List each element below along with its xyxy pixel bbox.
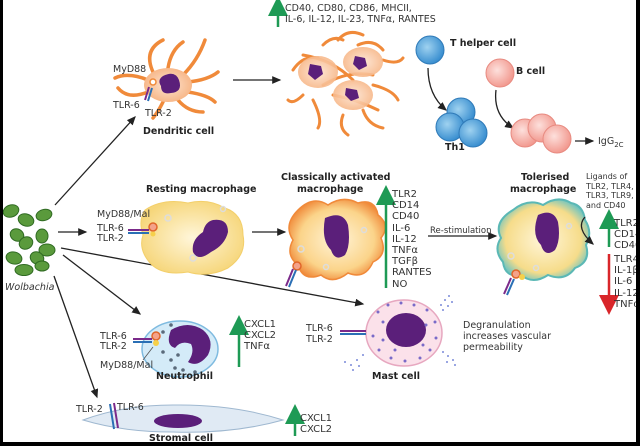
stromal-up-item: CXCL2 (300, 424, 333, 436)
b-cell (485, 58, 515, 88)
mast-cell (340, 295, 456, 371)
t-helper-cell (415, 35, 445, 65)
ligand-line: TLR3, TLR9, (586, 191, 634, 200)
mast-note-line: Degranulation (463, 320, 531, 331)
mast-cell-title: Mast cell (372, 371, 420, 382)
stromal-upregulated-list: CXCL1 CXCL2 (300, 413, 332, 435)
stromal-tlr6-label: TLR-6 (117, 402, 144, 413)
arrow-to-neutrophil (62, 254, 142, 315)
dendritic-cell (113, 38, 220, 120)
b-cell-label: B cell (516, 66, 546, 77)
dc-tlr2-label: TLR-2 (145, 108, 172, 119)
tolerised-title-2: macrophage (510, 184, 577, 195)
igg-label: IgG2C (598, 136, 624, 151)
activated-up-item: CD40 (392, 211, 420, 223)
mast-note-line: permeability (463, 342, 523, 353)
resting-adaptor-label: MyD88/Mal (97, 209, 151, 220)
activated-macrophage-title-1: Classically activated (281, 172, 391, 183)
neutrophil-up-item: CXCL1 (244, 319, 277, 330)
resting-tlr6-label: TLR-6 (97, 223, 124, 234)
activated-upregulated-list: TLR2 CD14 CD40 IL-6 IL-12 TNFα TGFβ RANT… (392, 189, 432, 290)
activated-macrophage (285, 198, 387, 288)
arrow-to-dendritic (54, 116, 136, 206)
dendritic-cell-title: Dendritic cell (143, 126, 215, 137)
stromal-cell-title: Stromal cell (149, 433, 214, 442)
wolbachia-label: Wolbachia (5, 282, 55, 293)
arrow-to-mast-cell (60, 247, 365, 307)
wolbachia-bacteria (3, 204, 56, 276)
th1-label: Th1 (445, 142, 465, 153)
mast-tlr2-label: TLR-2 (306, 334, 333, 345)
neutrophil-title: Neutrophil (156, 371, 213, 382)
resting-macrophage (128, 200, 245, 275)
ligand-line: Ligands of (586, 172, 628, 181)
activated-up-item: TGFβ (392, 256, 418, 268)
arrow-to-plasma (494, 89, 515, 129)
neutrophil-upregulated-list: CXCL1 CXCL2 TNFα (244, 319, 276, 353)
activated-up-item: NO (392, 278, 408, 290)
activated-up-item: IL-12 (392, 233, 417, 245)
neutrophil-adaptor-label: MyD88/Mal (100, 360, 154, 371)
activated-up-item: CD14 (392, 200, 420, 212)
neutrophil (133, 320, 219, 378)
activated-up-item: RANTES (392, 267, 432, 279)
neutrophil-up-item: TNFα (244, 341, 270, 353)
tolerised-title-1: Tolerised (521, 172, 570, 183)
stromal-cell (81, 402, 285, 433)
tolerised-down-item: IL-12 (614, 287, 636, 299)
neutrophil-tlr2-label: TLR-2 (100, 341, 127, 352)
activated-up-item: TNFα (392, 245, 418, 257)
neutrophil-up-item: CXCL2 (244, 330, 277, 342)
tolerised-ligands: Ligands of TLR2, TLR4, TLR3, TLR9, and C… (586, 172, 634, 210)
resting-macrophage-title: Resting macrophage (146, 184, 257, 195)
mast-note-line: increases vascular (463, 331, 552, 342)
plasma-cells (510, 113, 572, 154)
activated-up-item: IL-6 (392, 222, 411, 234)
ligand-arrow (580, 216, 594, 245)
t-helper-label: T helper cell (450, 38, 517, 49)
mature-dendritic-cluster (286, 30, 405, 137)
igg-subscript: 2C (614, 140, 624, 149)
tolerised-down-item: IL-6 (614, 276, 633, 288)
dc-upregulated-line2: IL-6, IL-12, IL-23, TNFα, RANTES (285, 14, 436, 25)
tolerised-up-item: CD14 (614, 229, 636, 241)
diagram-canvas: Wolbachia MyD88 TLR-6 TLR-2 Dendritic ce… (3, 0, 636, 442)
stromal-tlr2-label: TLR-2 (76, 404, 103, 415)
stromal-up-item: CXCL1 (300, 413, 333, 424)
mast-cell-note: Degranulation increases vascular permeab… (463, 320, 551, 353)
tolerised-down-item: IL-1β (614, 265, 636, 277)
tolerised-macrophage (496, 198, 591, 296)
tolerised-upregulated-list: TLR2 CD14 CD40 (614, 218, 636, 252)
tolerised-downregulated-list: TLR4 IL-1β IL-6 IL-12 TNFα (614, 254, 636, 310)
mast-tlr6-label: TLR-6 (306, 323, 333, 334)
dc-upregulated-line1: CD40, CD80, CD86, MHCII, (285, 3, 412, 14)
neutrophil-tlr6-label: TLR-6 (100, 331, 127, 342)
dc-tlr6-label: TLR-6 (113, 100, 140, 111)
restimulation-label: Re-stimulation (430, 226, 492, 236)
activated-up-item: TLR2 (392, 189, 417, 200)
dc-myd88-label: MyD88 (113, 64, 147, 75)
diagram-graphics (3, 0, 619, 436)
arrow-to-stromal (53, 275, 99, 399)
arrow-to-th1 (427, 67, 447, 111)
ligand-line: and CD40 (586, 200, 626, 210)
igg-text: IgG (598, 136, 615, 147)
resting-tlr2-label: TLR-2 (97, 233, 124, 244)
th1-cells (435, 97, 488, 148)
ligand-line: TLR2, TLR4, (586, 181, 634, 191)
tolerised-up-item: TLR2 (614, 218, 636, 229)
tolerised-up-item: CD40 (614, 240, 636, 252)
tolerised-down-item: TLR4 (614, 254, 636, 265)
activated-macrophage-title-2: macrophage (297, 184, 364, 195)
tolerised-down-item: TNFα (614, 298, 636, 310)
